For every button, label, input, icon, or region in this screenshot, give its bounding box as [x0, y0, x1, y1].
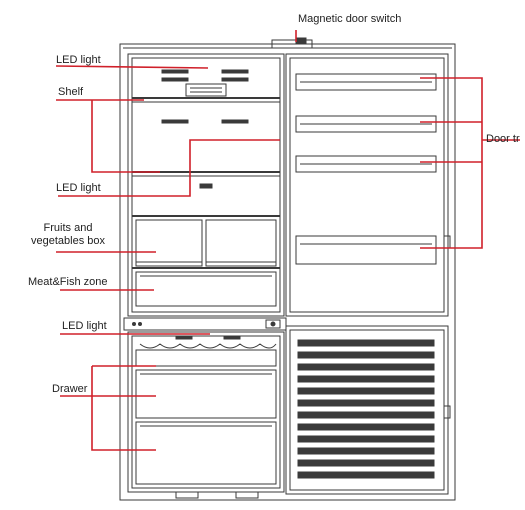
label-led-light-top: LED light [56, 54, 101, 66]
leader-led-top [55, 65, 209, 69]
label-fruits-line1: Fruits and [43, 222, 93, 234]
label-led-light-mid: LED light [56, 182, 101, 194]
fridge-outline [119, 37, 456, 501]
label-magnetic-door-switch: Magnetic door switch [298, 13, 402, 25]
leader-led-mid [58, 139, 280, 197]
label-fruits-line2: vegetables box [31, 235, 105, 247]
label-fruits-and-vegetables-box: Fruits and vegetables box [22, 222, 114, 248]
leader-lines [55, 30, 520, 451]
label-drawer: Drawer [52, 383, 88, 395]
leader-drawer-main [91, 366, 156, 451]
label-door-tray: Door tr [486, 133, 520, 145]
leader-door-tray [420, 77, 483, 249]
label-meat-fish-zone: Meat&Fish zone [28, 276, 108, 288]
label-shelf: Shelf [58, 86, 84, 98]
label-led-light-bottom: LED light [62, 320, 107, 332]
leader-shelf-branch [91, 100, 160, 173]
